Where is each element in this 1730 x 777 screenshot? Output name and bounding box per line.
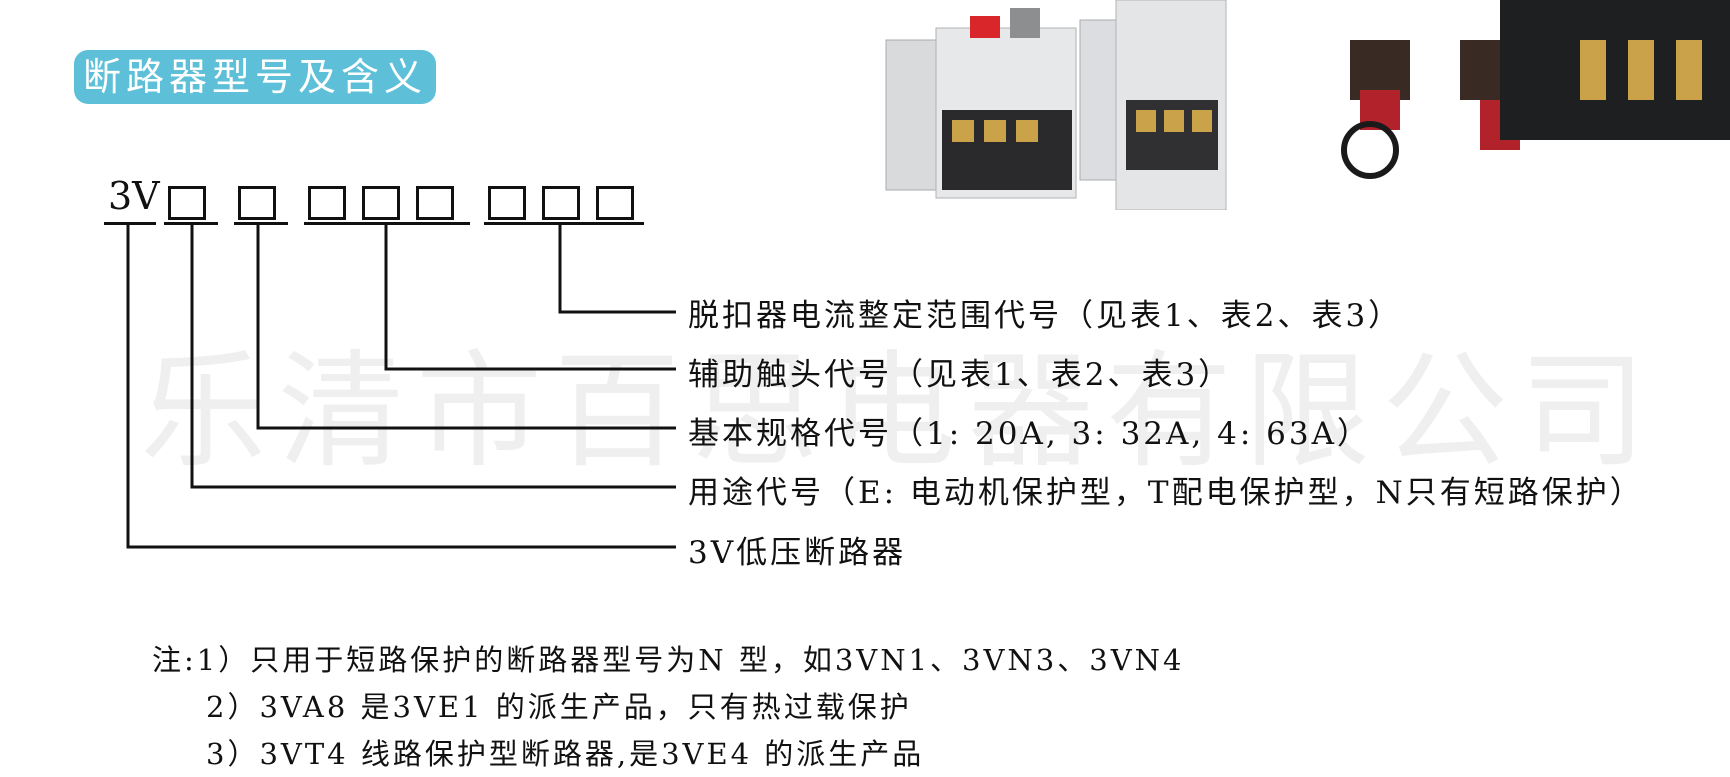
prefix-underline — [104, 222, 156, 225]
usage-underline — [164, 222, 218, 225]
note-3: 3）3VT4 线路保护型断路器,是3VE4 的派生产品 — [206, 737, 925, 771]
connector-prefix — [126, 224, 676, 549]
accessory-photo-right — [1341, 0, 1730, 179]
product-photos — [885, 0, 1730, 210]
desc-usage: 用途代号（E: 电动机保护型，T配电保护型，N只有短路保护） — [688, 475, 1644, 511]
company-watermark: 乐清市百思电器有限公司 — [140, 338, 1658, 485]
desc-trip-range: 脱扣器电流整定范围代号（见表1、表2、表3） — [688, 298, 1403, 334]
connector-usage — [190, 224, 676, 489]
desc-aux-contact: 辅助触头代号（见表1、表2、表3） — [688, 357, 1233, 393]
note-2: 2）3VA8 是3VE1 的派生产品，只有热过载保护 — [206, 690, 912, 724]
code-box-trip-3 — [596, 186, 634, 220]
code-box-aux-1 — [308, 186, 346, 220]
breaker-photo-left — [885, 0, 1227, 210]
code-box-frame — [238, 186, 276, 220]
code-box-usage — [168, 186, 206, 220]
code-box-aux-3 — [416, 186, 454, 220]
desc-frame-size: 基本规格代号（1: 20A, 3: 32A, 4: 63A） — [688, 416, 1371, 452]
connector-aux — [384, 224, 676, 371]
section-title: 断路器型号及含义 — [74, 50, 436, 104]
desc-breaker: 3V低压断路器 — [688, 535, 907, 571]
note-1: 注:1）只用于短路保护的断路器型号为N 型，如3VN1、3VN3、3VN4 — [152, 643, 1185, 677]
connector-frame — [256, 224, 676, 430]
connector-trip — [558, 224, 676, 314]
code-box-aux-2 — [362, 186, 400, 220]
code-box-trip-1 — [488, 186, 526, 220]
frame-underline — [234, 222, 288, 225]
code-box-trip-2 — [542, 186, 580, 220]
model-prefix: 3V — [108, 174, 160, 218]
aux-underline — [304, 222, 470, 225]
trip-underline — [484, 222, 644, 225]
